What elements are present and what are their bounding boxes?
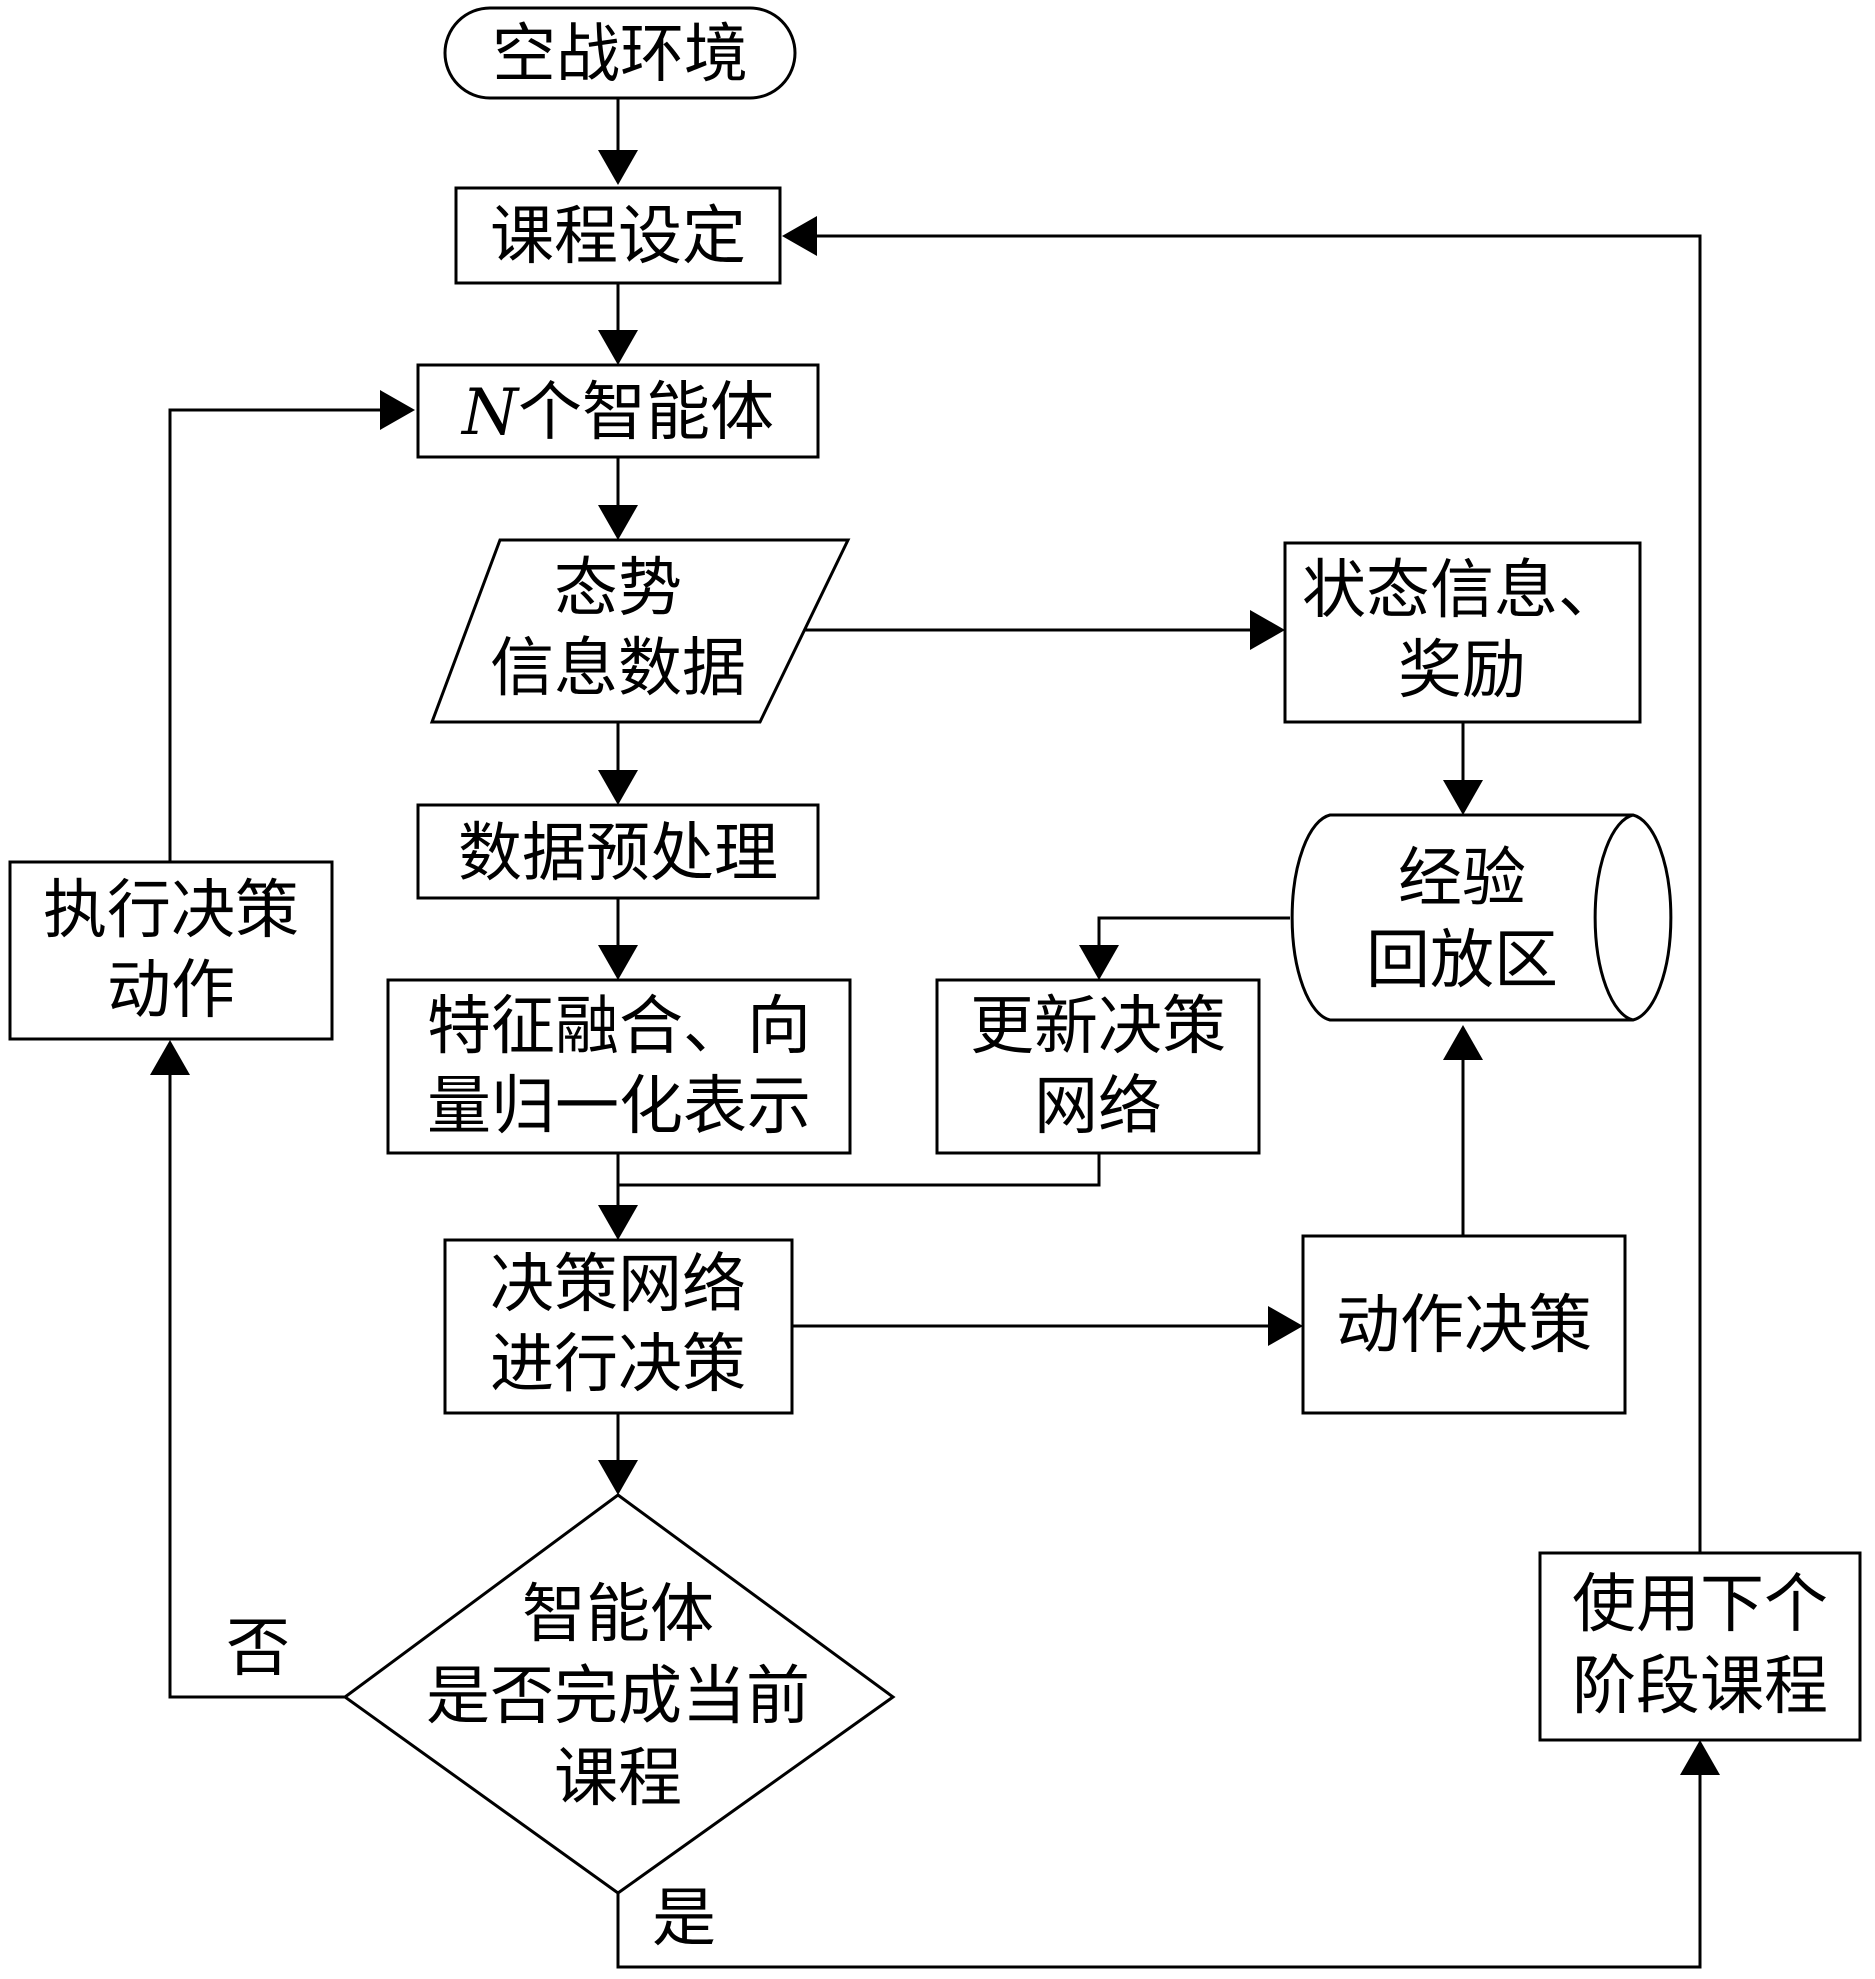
action-label: 动作决策	[1336, 1289, 1592, 1363]
arrowhead-down	[598, 1205, 638, 1240]
node-update: 更新决策 网络	[935, 978, 1261, 1155]
edge-label-yes: 是	[652, 1882, 716, 1956]
curriculum-label: 课程设定	[490, 200, 746, 274]
node-check: 智能体 是否完成当前 课程	[342, 1493, 896, 1895]
preprocess-label: 数据预处理	[458, 817, 778, 891]
fusion-label-line1: 特征融合、向	[427, 990, 811, 1064]
node-curriculum: 课程设定	[454, 186, 782, 285]
arrowhead-down	[598, 505, 638, 540]
arrowhead-up	[1680, 1740, 1720, 1775]
update-box	[935, 978, 1261, 1155]
env-label: 空战环境	[492, 18, 748, 92]
check-label-line3: 课程	[554, 1742, 682, 1816]
node-env: 空战环境	[443, 6, 797, 100]
arrowhead-down	[598, 945, 638, 980]
arrowhead-up	[150, 1040, 190, 1075]
decision-net-box	[443, 1238, 794, 1415]
edge-check-yes-to-next-stage	[616, 1775, 1702, 1969]
replay-cylinder-end	[1593, 813, 1634, 1022]
fusion-label-line2: 量归一化表示	[427, 1070, 811, 1144]
next-stage-label-line2: 阶段课程	[1572, 1650, 1828, 1724]
node-execute: 执行决策 动作	[8, 860, 334, 1041]
next-stage-label-line1: 使用下个	[1572, 1568, 1828, 1642]
arrowhead-down	[598, 770, 638, 805]
preprocess-box	[416, 803, 820, 900]
node-next-stage: 使用下个 阶段课程	[1538, 1551, 1862, 1742]
replay-label-line1: 经验	[1398, 842, 1526, 916]
fusion-box	[386, 978, 852, 1155]
edge-execute-to-agents	[168, 408, 380, 862]
node-state-reward: 状态信息、 奖励	[1283, 541, 1642, 724]
connectors	[168, 98, 1702, 1969]
arrowhead-down	[598, 330, 638, 365]
arrowhead-down	[598, 150, 638, 185]
arrowhead-down	[598, 1460, 638, 1495]
agents-box	[416, 363, 820, 459]
node-fusion: 特征融合、向 量归一化表示	[386, 978, 852, 1155]
edge-check-no-to-execute	[168, 1075, 345, 1699]
arrowhead-up	[1443, 1025, 1483, 1060]
execute-box	[8, 860, 334, 1041]
arrowhead-down	[1443, 780, 1483, 815]
check-label-line2: 是否完成当前	[426, 1660, 810, 1734]
check-diamond	[342, 1493, 896, 1895]
action-box	[1301, 1234, 1627, 1415]
situation-label-line1: 态势	[554, 552, 682, 626]
check-label-line1: 智能体	[522, 1578, 714, 1652]
arrowhead-right	[1268, 1306, 1303, 1346]
arrowhead-right	[380, 390, 415, 430]
node-agents: N个智能体	[416, 363, 820, 459]
update-label-line2: 网络	[1034, 1070, 1162, 1144]
arrowheads	[150, 150, 1720, 1775]
replay-label-line2: 回放区	[1366, 924, 1558, 998]
node-situation: 态势 信息数据	[429, 538, 851, 724]
node-action: 动作决策	[1301, 1234, 1627, 1415]
arrowhead-down	[1079, 945, 1119, 980]
edge-next-stage-to-curriculum	[817, 234, 1702, 1553]
edge-label-no: 否	[226, 1612, 290, 1686]
execute-label-line1: 执行决策	[43, 874, 299, 948]
state-reward-box	[1283, 541, 1642, 724]
decision-net-label-line2: 进行决策	[490, 1328, 746, 1402]
execute-label-line2: 动作	[107, 954, 235, 1028]
node-decision-net: 决策网络 进行决策	[443, 1238, 794, 1415]
node-preprocess: 数据预处理	[416, 803, 820, 900]
env-terminal	[443, 6, 797, 100]
node-replay: 经验 回放区	[1290, 813, 1673, 1022]
agents-label-text: 个智能体	[518, 376, 774, 450]
next-stage-box	[1538, 1551, 1862, 1742]
agents-count-symbol: N	[460, 376, 520, 450]
decision-net-label-line1: 决策网络	[490, 1248, 746, 1322]
update-label-line1: 更新决策	[970, 990, 1226, 1064]
edge-replay-to-update	[1097, 916, 1290, 945]
curriculum-box	[454, 186, 782, 285]
agents-label: N个智能体	[460, 376, 774, 450]
edge-update-to-decision	[618, 1153, 1101, 1187]
arrowhead-left	[782, 216, 817, 256]
situation-label-line2: 信息数据	[490, 632, 746, 706]
state-reward-label-line1: 状态信息、	[1302, 554, 1622, 628]
state-reward-label-line2: 奖励	[1398, 634, 1526, 708]
situation-parallelogram	[429, 538, 851, 724]
arrowhead-right	[1250, 610, 1285, 650]
